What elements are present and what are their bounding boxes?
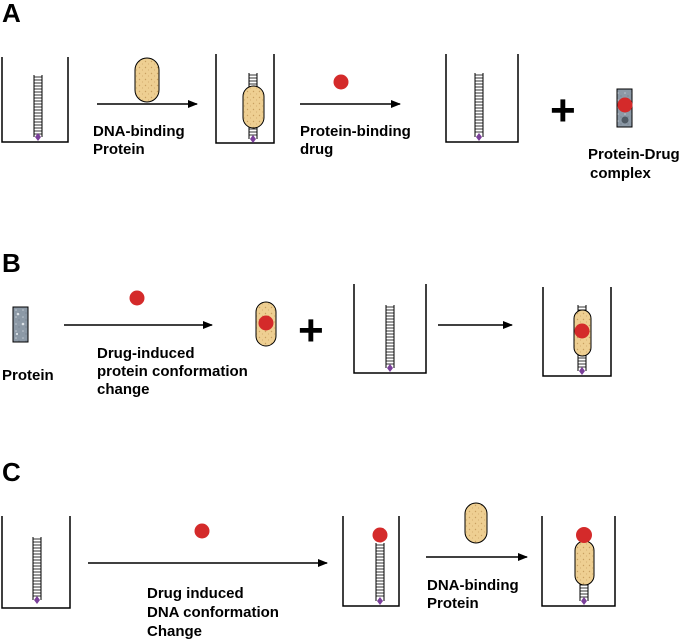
bound-protein — [242, 85, 265, 129]
well-a2 — [215, 54, 275, 144]
step-label-a2: Protein-binding drug — [300, 123, 415, 158]
dna-anchor — [35, 133, 41, 141]
dna-strand — [385, 305, 395, 372]
well-a3 — [445, 54, 519, 143]
protein-inactive — [12, 306, 29, 343]
panel-label-c: C — [2, 457, 21, 487]
panel-label-a: A — [2, 0, 21, 28]
drug — [617, 97, 633, 113]
drug-bound-protein — [255, 301, 277, 347]
well-a1 — [1, 57, 69, 143]
well-c3 — [541, 516, 616, 607]
well-c1 — [1, 516, 71, 609]
well-b2 — [542, 287, 612, 377]
drug — [576, 527, 592, 543]
drug — [372, 527, 388, 543]
dna-strand — [32, 537, 42, 604]
panel-c: C Drug induced DNA conformation Change D… — [1, 457, 616, 640]
panel-b: B Protein Drug-induced protein conformat… — [2, 248, 612, 398]
dna-binding-protein — [464, 502, 488, 544]
step-label-b1: Drug-induced protein conformation change — [97, 345, 252, 398]
dna-strand — [33, 75, 43, 141]
dna-anchor — [581, 597, 587, 605]
protein-label: Protein — [2, 367, 54, 384]
dna-anchor — [377, 597, 383, 605]
step-label-c2: DNA-binding Protein — [427, 577, 523, 612]
step-label-a1: DNA-binding Protein — [93, 123, 189, 158]
dna-anchor — [476, 133, 482, 141]
plus-sign: + — [298, 306, 324, 355]
dna-anchor — [579, 367, 585, 375]
well-c2 — [342, 516, 400, 607]
drug — [129, 290, 145, 306]
panel-a: A DNA-binding Protein Protein-binding dr… — [1, 0, 684, 182]
drug — [194, 523, 210, 539]
panel-label-b: B — [2, 248, 21, 278]
drug — [333, 74, 349, 90]
plus-sign: + — [550, 86, 576, 135]
drug — [574, 323, 590, 339]
bound-protein — [574, 540, 595, 586]
dna-binding-protein — [134, 57, 160, 103]
dna-strand — [474, 73, 484, 141]
step-label-c1: Drug induced DNA conformation Change — [147, 585, 283, 640]
product-label-a: Protein-Drug complex — [588, 146, 684, 182]
drug — [258, 315, 274, 331]
well-b1 — [353, 284, 427, 374]
dna-anchor — [387, 364, 393, 372]
dna-strand — [375, 543, 385, 605]
protein-drug-complex — [616, 88, 633, 128]
dna-anchor — [250, 135, 256, 143]
dna-anchor — [34, 596, 40, 604]
